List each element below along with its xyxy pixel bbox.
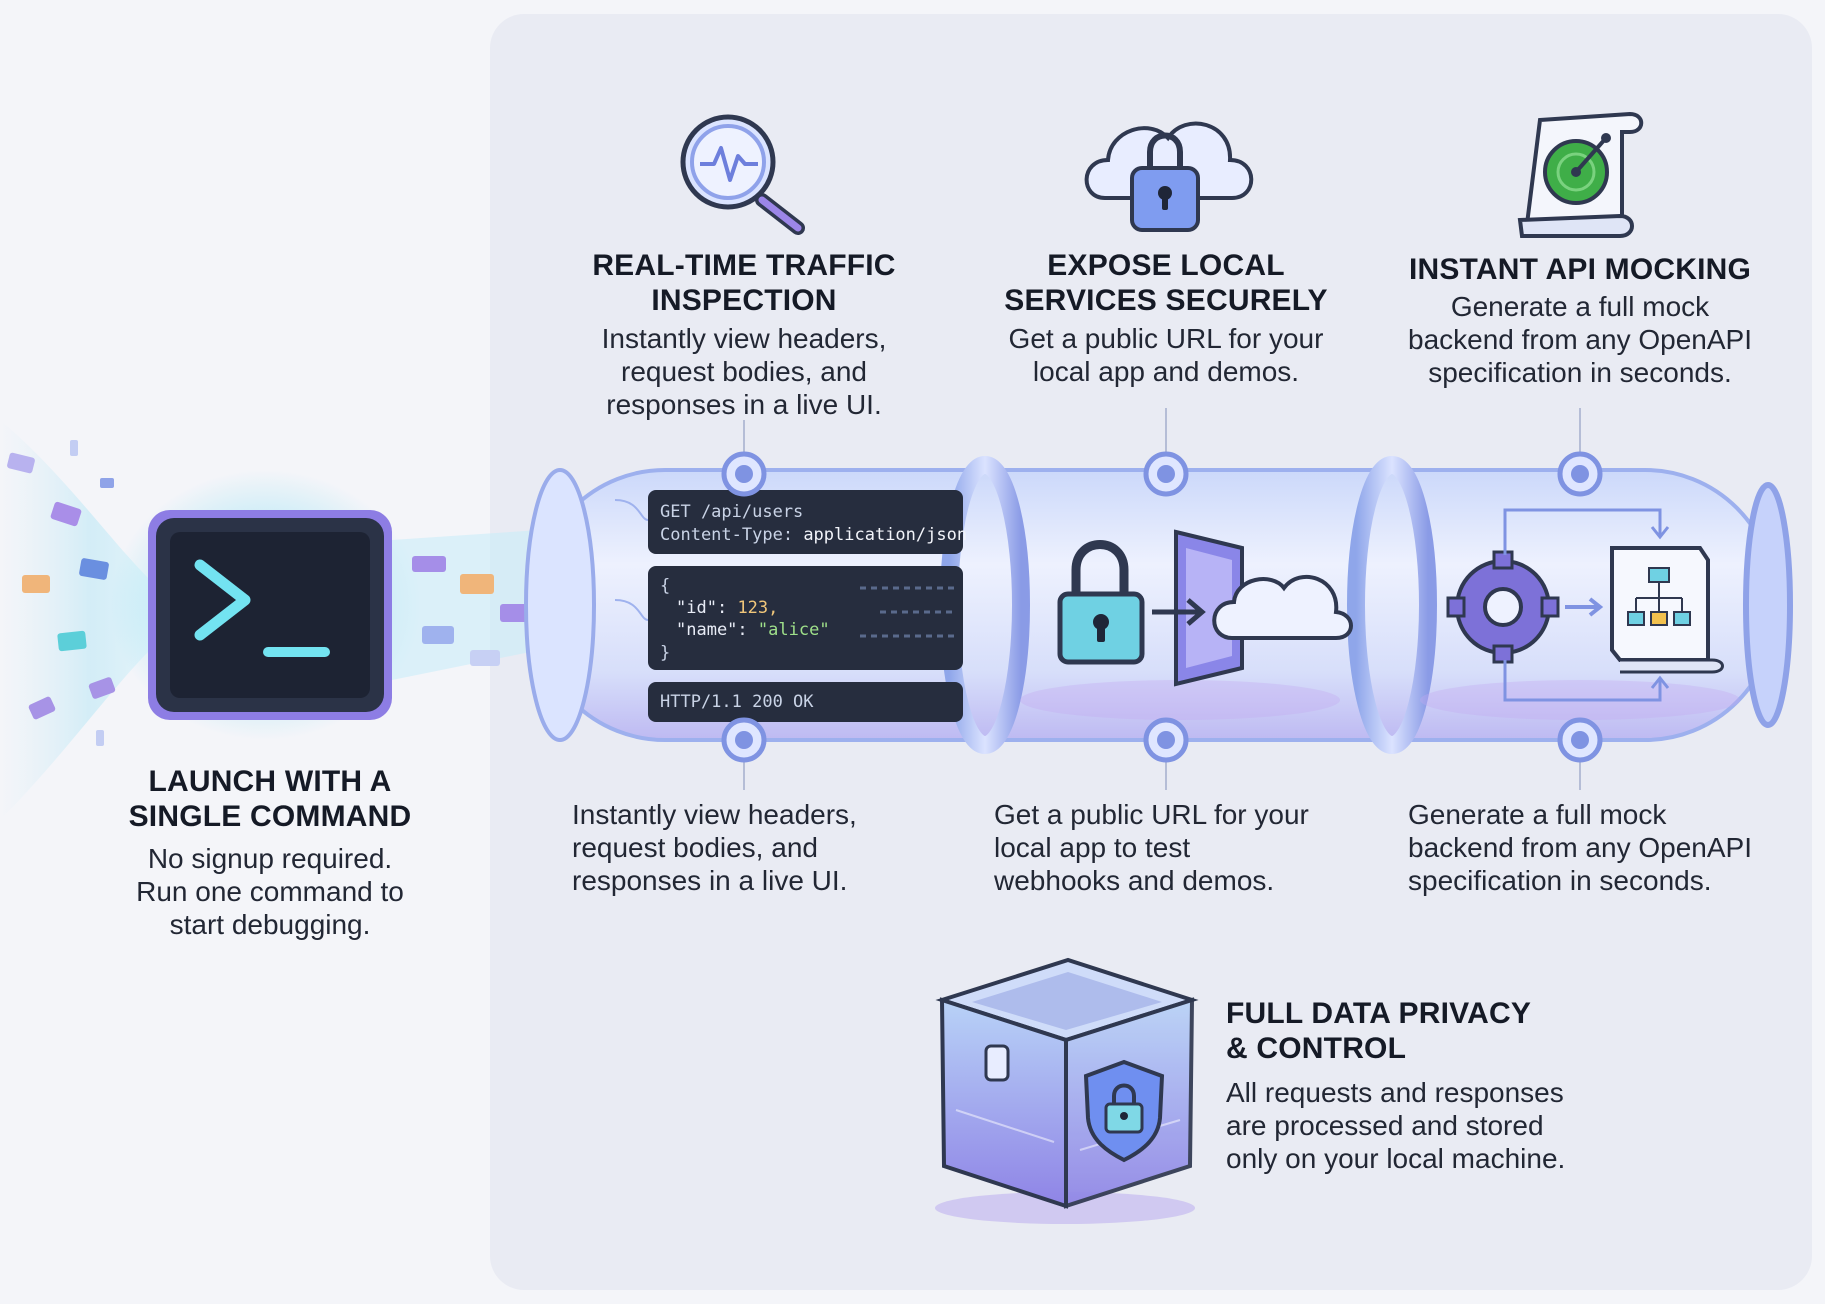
code-name-line: "name": "alice" xyxy=(676,620,830,640)
privacy-desc-line1: All requests and responses xyxy=(1226,1077,1564,1108)
expose-bottom-line3: webhooks and demos. xyxy=(994,865,1275,896)
terminal-icon xyxy=(110,470,420,740)
inspection-detail: Instantly view headers, request bodies, … xyxy=(572,798,932,897)
code-header-name: Content-Type: xyxy=(660,525,794,545)
api-diagram-scroll-icon xyxy=(1610,546,1724,674)
privacy-description: All requests and responses are processed… xyxy=(1226,1076,1646,1175)
shield-lock-icon xyxy=(1083,1059,1165,1163)
code-id-key: "id": xyxy=(676,598,728,618)
code-panels xyxy=(614,490,963,722)
mocking-bottom-line3: specification in seconds. xyxy=(1408,865,1712,896)
launch-title-line1: LAUNCH WITH A xyxy=(148,765,392,798)
privacy-title-line2: & CONTROL xyxy=(1226,1032,1407,1065)
privacy-desc-line2: are processed and stored xyxy=(1226,1110,1544,1141)
mocking-bottom-line1: Generate a full mock xyxy=(1408,799,1667,830)
cloud-icon xyxy=(1212,574,1353,640)
mocking-desc-line1: Generate a full mock xyxy=(1450,291,1710,322)
mocking-desc-line3: specification in seconds. xyxy=(1428,357,1732,388)
launch-desc-line3: start debugging. xyxy=(169,909,371,940)
cloud-lock-icon xyxy=(1084,121,1254,232)
code-id-line: "id": 123, xyxy=(676,598,778,618)
portal-door-icon xyxy=(1152,529,1244,687)
inspection-desc-line3: responses in a live UI. xyxy=(606,389,882,420)
code-header-value: application/json xyxy=(803,525,968,545)
launch-title-line2: SINGLE COMMAND xyxy=(128,800,412,833)
code-status-line: HTTP/1.1 200 OK xyxy=(660,692,814,712)
launch-desc-line1: No signup required. xyxy=(147,843,393,874)
inspection-title-line1: REAL-TIME TRAFFIC xyxy=(592,249,896,282)
gear-icon xyxy=(1446,550,1560,664)
privacy-desc-line3: only on your local machine. xyxy=(1226,1143,1566,1174)
expose-title-line2: SERVICES SECURELY xyxy=(1004,284,1328,317)
expose-desc-line1: Get a public URL for your xyxy=(1008,323,1324,354)
inspection-title: REAL-TIME TRAFFIC INSPECTION xyxy=(574,248,914,318)
inspection-desc-line1: Instantly view headers, xyxy=(601,323,887,354)
magnifier-pulse-icon xyxy=(680,114,805,235)
inspection-bottom-line3: responses in a live UI. xyxy=(572,865,848,896)
code-name-value: "alice" xyxy=(757,620,830,640)
code-name-key: "name": xyxy=(676,620,748,640)
mocking-title: INSTANT API MOCKING xyxy=(1408,253,1752,286)
expose-title-line1: EXPOSE LOCAL xyxy=(1047,249,1285,282)
api-spec-scroll-icon xyxy=(1517,111,1644,238)
vault-box-icon xyxy=(935,957,1199,1224)
code-request-line: GET /api/users xyxy=(660,502,804,522)
inspection-bottom-line1: Instantly view headers, xyxy=(572,799,857,830)
code-brace-open: { xyxy=(660,576,671,596)
data-stream xyxy=(0,420,150,820)
expose-detail: Get a public URL for your local app to t… xyxy=(994,798,1374,897)
launch-desc-line2: Run one command to xyxy=(136,876,404,907)
expose-bottom-line2: local app to test xyxy=(994,832,1191,863)
inspection-desc-line2: request bodies, and xyxy=(621,356,867,387)
inspection-bottom-line2: request bodies, and xyxy=(572,832,818,863)
padlock-icon xyxy=(1057,540,1145,665)
packet-stream xyxy=(392,530,540,680)
code-id-value: 123, xyxy=(737,598,779,618)
launch-title: LAUNCH WITH A SINGLE COMMAND xyxy=(110,764,430,834)
mocking-detail: Generate a full mock backend from any Op… xyxy=(1408,798,1798,897)
flow-arrows xyxy=(1503,508,1670,702)
expose-bottom-line1: Get a public URL for your xyxy=(994,799,1309,830)
privacy-title: FULL DATA PRIVACY & CONTROL xyxy=(1226,996,1626,1066)
mocking-description: Generate a full mock backend from any Op… xyxy=(1380,290,1780,389)
expose-description: Get a public URL for your local app and … xyxy=(976,322,1356,388)
privacy-title-line1: FULL DATA PRIVACY xyxy=(1226,997,1532,1030)
inspection-description: Instantly view headers, request bodies, … xyxy=(574,322,914,421)
code-header-line: Content-Type: application/json xyxy=(660,525,967,545)
mocking-desc-line2: backend from any OpenAPI xyxy=(1408,324,1752,355)
expose-title: EXPOSE LOCAL SERVICES SECURELY xyxy=(986,248,1346,318)
mocking-bottom-line2: backend from any OpenAPI xyxy=(1408,832,1752,863)
inspection-title-line2: INSPECTION xyxy=(651,284,837,317)
connector-pins xyxy=(721,408,1603,790)
launch-description: No signup required. Run one command to s… xyxy=(100,842,440,941)
code-brace-close: } xyxy=(660,643,671,663)
expose-desc-line2: local app and demos. xyxy=(1032,356,1300,387)
